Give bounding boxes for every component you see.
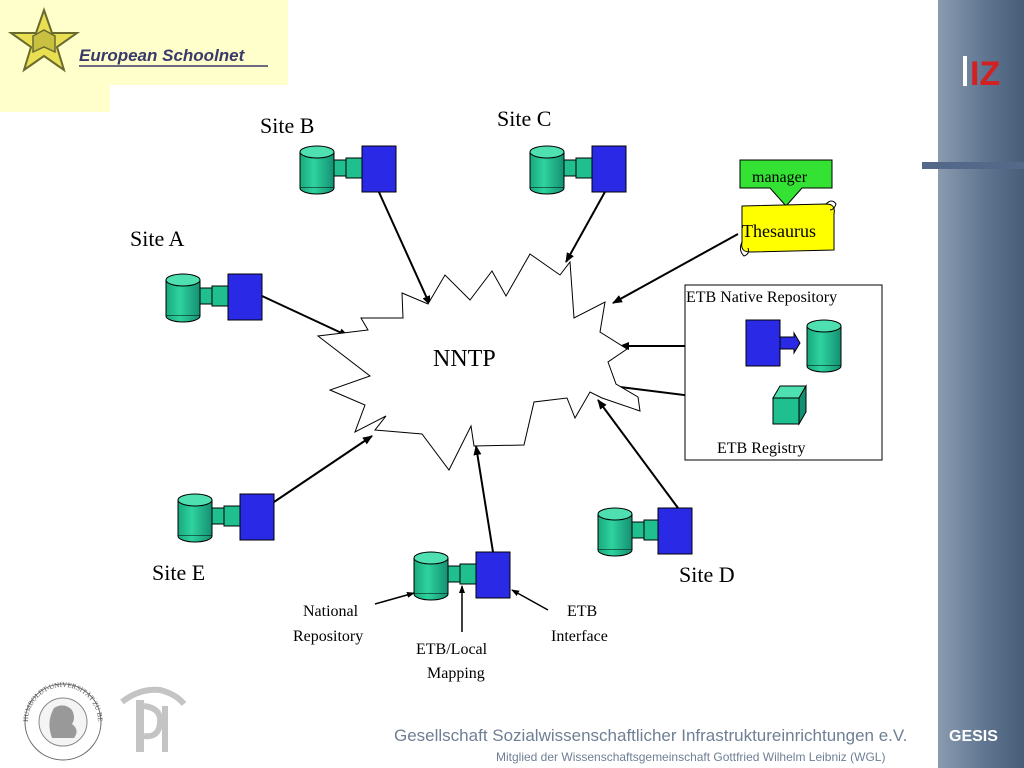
- sidebar-accent-bar: [922, 162, 1024, 169]
- arrow-site-b-to-nntp: [377, 189, 431, 306]
- site-a-interface-block: [227, 273, 263, 321]
- site-b-mapping-connector: [333, 159, 347, 177]
- thesaurus-scroll-shape: [741, 203, 835, 253]
- site-e-label: Site E: [152, 560, 205, 585]
- etb-interface-block: [745, 319, 781, 367]
- national-mapping-connector: [447, 565, 461, 583]
- site-a-repository-cylinder-icon: [165, 273, 201, 323]
- site-e-node: [177, 493, 275, 543]
- footer-membership: Mitglied der Wissenschaftsgemeinschaft G…: [496, 750, 885, 764]
- legend-pointers: [374, 585, 549, 632]
- thesaurus-label: Thesaurus: [742, 221, 816, 241]
- right-sidebar: [922, 0, 1024, 768]
- etb-native-repository-box: ETB Native Repository ETB Registry: [684, 284, 883, 461]
- book-icon: [32, 29, 56, 54]
- site-d-label: Site D: [679, 562, 735, 587]
- etb-flow-arrow-icon: [779, 331, 801, 355]
- arrow-site-d-to-nntp: [597, 399, 679, 509]
- interface-label-line2: Interface: [551, 628, 608, 645]
- site-d-interface-block: [657, 507, 693, 555]
- arrow-national-to-nntp: [473, 445, 494, 553]
- logo-title: European Schoolnet: [79, 46, 246, 65]
- european-schoolnet-logo: European Schoolnet: [0, 0, 288, 112]
- site-a-label: Site A: [130, 226, 185, 251]
- site-e-mapping-connector: [211, 507, 225, 525]
- national-repository-cylinder-icon: [413, 551, 449, 601]
- site-b-label: Site B: [260, 113, 314, 138]
- national-interface-block: [475, 551, 511, 599]
- iz-logo-text: IZ: [970, 55, 1000, 93]
- pointer-interface: [511, 589, 549, 611]
- nntp-burst-shape: [316, 253, 641, 471]
- site-a-mapping-connector: [199, 287, 213, 305]
- manager-arrow-shape: [739, 159, 833, 207]
- pi-logo: [120, 686, 187, 752]
- portrait-icon: [49, 705, 77, 738]
- site-d-repository-cylinder-icon: [597, 507, 633, 557]
- site-c-mapping-connector: [563, 159, 577, 177]
- site-d-node: [597, 507, 693, 557]
- site-c-node: [529, 145, 627, 195]
- etb-native-repository-title: ETB Native Repository: [686, 289, 837, 306]
- arrow-thesaurus-to-nntp: [612, 233, 739, 304]
- national-repository-label-line1: National: [303, 603, 359, 620]
- pointer-national-repository: [374, 592, 415, 605]
- footer-organization-name: Gesellschaft Sozialwissenschaftlicher In…: [394, 726, 907, 745]
- humboldt-university-seal: HUMBOLDT-UNIVERSITÄT ZU BERLIN: [0, 0, 104, 761]
- national-node: [413, 551, 511, 601]
- site-c-repository-cylinder-icon: [529, 145, 565, 195]
- nntp-hub: NNTP: [316, 253, 641, 471]
- nntp-label: NNTP: [433, 346, 496, 372]
- arrow-site-a-to-nntp: [261, 295, 349, 337]
- mapping-label-line2: Mapping: [427, 665, 485, 682]
- interface-label-line1: ETB: [567, 603, 597, 620]
- mapping-label-line1: ETB/Local: [416, 641, 488, 658]
- etb-registry-label: ETB Registry: [717, 440, 805, 457]
- arrow-site-c-to-nntp: [565, 189, 607, 263]
- site-d-mapping-connector: [631, 521, 645, 539]
- site-c-interface-block: [591, 145, 627, 193]
- site-b-repository-cylinder-icon: [299, 145, 335, 195]
- thesaurus-manager-group: manager Thesaurus: [739, 159, 837, 257]
- site-b-node: [299, 145, 397, 195]
- gesis-logo-text: GESIS: [949, 728, 998, 745]
- site-e-repository-cylinder-icon: [177, 493, 213, 543]
- national-repository-label-line2: Repository: [293, 628, 363, 645]
- site-b-interface-block: [361, 145, 397, 193]
- arrow-site-e-to-nntp: [273, 435, 373, 503]
- etb-registry-cube-icon: [772, 384, 807, 426]
- etb-repository-cylinder-icon: [806, 319, 842, 373]
- site-a-node: [165, 273, 263, 323]
- manager-label: manager: [752, 169, 808, 186]
- iz-brand-mark: IZ: [963, 55, 1000, 93]
- site-c-label: Site C: [497, 106, 551, 131]
- site-e-interface-block: [239, 493, 275, 541]
